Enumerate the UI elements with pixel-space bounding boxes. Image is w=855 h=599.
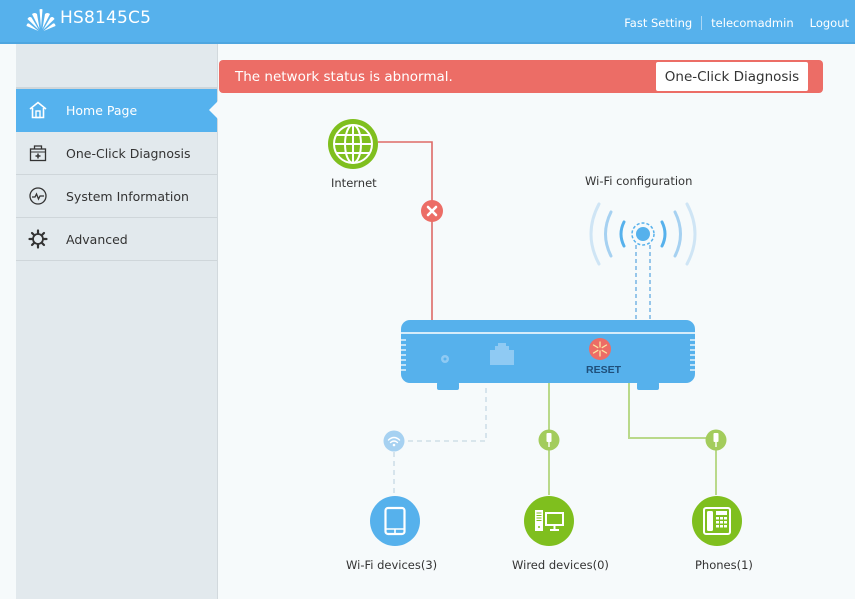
wired-devices-label[interactable]: Wired devices(0) (512, 558, 609, 572)
pulse-icon (29, 187, 47, 205)
sidebar-item-one-click-diagnosis[interactable]: One-Click Diagnosis (16, 132, 217, 175)
ethernet-link-icon (538, 429, 560, 451)
wifi-configuration-label: Wi-Fi configuration (585, 174, 693, 188)
home-icon (29, 101, 47, 119)
network-status-alert: The network status is abnormal. One-Clic… (219, 60, 823, 93)
reset-button[interactable] (589, 338, 611, 360)
sidebar-item-system-information[interactable]: System Information (16, 175, 217, 218)
wifi-link-icon (383, 430, 405, 452)
phones-node[interactable] (692, 496, 742, 551)
sidebar-item-label: Advanced (66, 231, 128, 247)
top-bar: HS8145C5 Fast Setting telecomadmin Logou… (0, 0, 855, 44)
medical-kit-icon (29, 145, 47, 162)
tablet-icon (370, 496, 420, 546)
sidebar-item-label: System Information (66, 188, 189, 204)
router-device: RESET (401, 320, 695, 390)
huawei-logo-icon (26, 9, 56, 31)
phones-label[interactable]: Phones(1) (695, 558, 753, 572)
sidebar-item-home-page[interactable]: Home Page (16, 89, 218, 132)
desktop-computer-icon (524, 496, 574, 546)
internet-label: Internet (331, 176, 377, 190)
sidebar-item-advanced[interactable]: Advanced (16, 218, 217, 261)
wired-devices-node[interactable] (524, 496, 574, 551)
alert-message: The network status is abnormal. (235, 69, 453, 85)
gear-icon (28, 229, 48, 249)
wifi-devices-node[interactable] (370, 496, 420, 551)
sidebar: Home Page One-Click Diagnosis System Inf… (16, 44, 218, 599)
wifi-devices-label[interactable]: Wi-Fi devices(3) (346, 558, 438, 572)
ethernet-port-icon (490, 343, 514, 365)
reset-label: RESET (586, 364, 622, 376)
disconnected-x-icon (421, 200, 443, 222)
sidebar-item-label: One-Click Diagnosis (66, 145, 191, 161)
divider (701, 16, 703, 30)
sidebar-item-label: Home Page (66, 102, 138, 118)
device-model-title: HS8145C5 (60, 8, 152, 28)
wifi-signal-icon[interactable] (585, 198, 701, 270)
phone-link-icon (705, 429, 727, 451)
user-account-link[interactable]: telecomadmin (711, 16, 794, 30)
fast-setting-link[interactable]: Fast Setting (624, 16, 693, 30)
internet-globe-icon[interactable] (327, 118, 379, 170)
one-click-diagnosis-button[interactable]: One-Click Diagnosis (656, 62, 808, 91)
logout-link[interactable]: Logout (809, 16, 849, 30)
telephone-icon (692, 496, 742, 546)
